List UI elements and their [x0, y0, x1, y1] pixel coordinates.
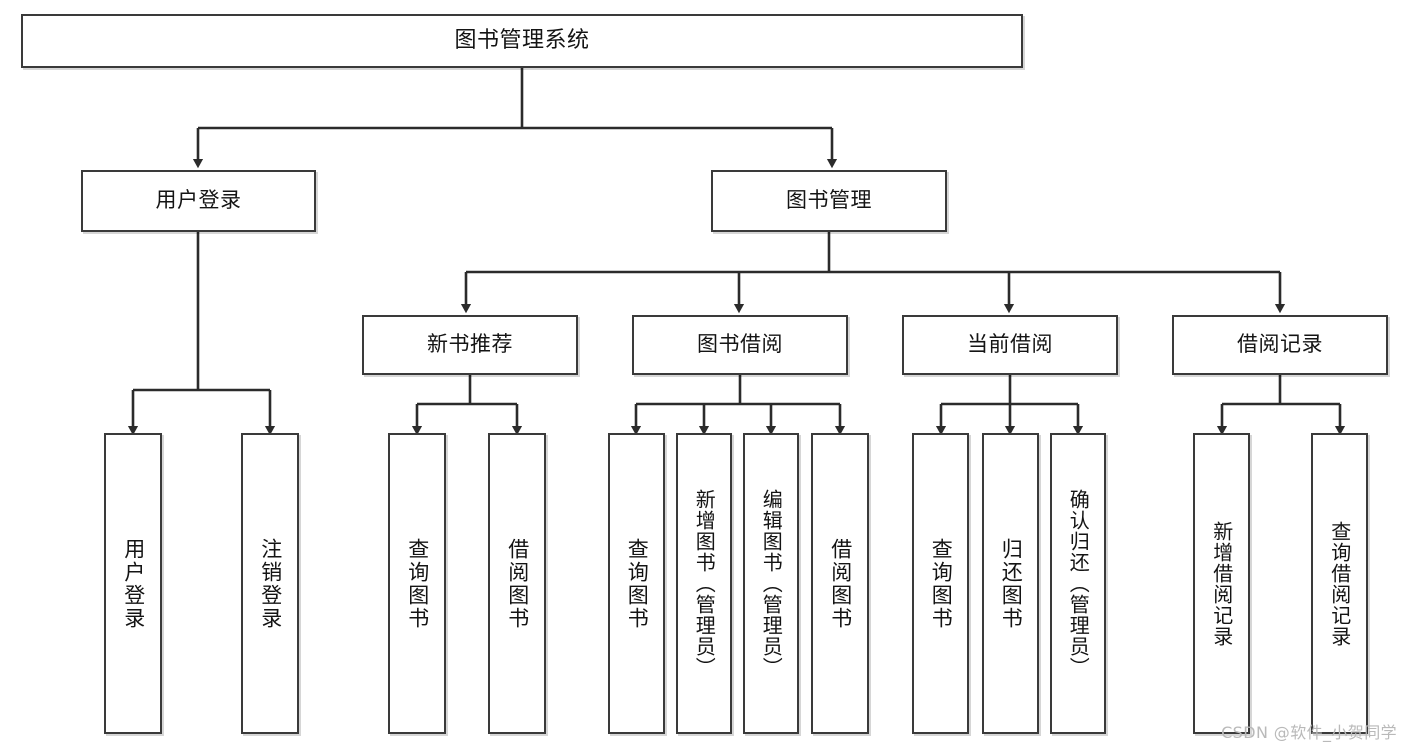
leaf-label: 借阅图书 [505, 537, 530, 630]
leaf-label: 查询图书 [405, 537, 430, 630]
leaf-borrow-book-recommend[interactable]: 借阅图书 [488, 433, 546, 734]
node-user-login[interactable]: 用户登录 [81, 170, 316, 232]
node-label: 新书推荐 [427, 332, 513, 357]
leaf-logout[interactable]: 注销登录 [241, 433, 299, 734]
node-label: 图书管理 [786, 188, 872, 213]
leaf-borrow-book[interactable]: 借阅图书 [811, 433, 869, 734]
csdn-watermark: CSDN @软件_小贺同学 [1221, 723, 1397, 742]
leaf-label: 编辑图书（管理员） [759, 489, 784, 678]
leaf-return-book[interactable]: 归还图书 [982, 433, 1039, 734]
leaf-label: 查询图书 [625, 537, 650, 630]
node-borrow-record[interactable]: 借阅记录 [1172, 315, 1388, 375]
leaf-label: 归还图书 [999, 537, 1024, 630]
node-label: 图书借阅 [697, 332, 783, 357]
leaf-label: 查询借阅记录 [1327, 520, 1352, 647]
leaf-user-login[interactable]: 用户登录 [104, 433, 162, 734]
leaf-label: 注销登录 [258, 537, 283, 630]
leaf-query-borrow-record[interactable]: 查询借阅记录 [1311, 433, 1368, 734]
leaf-label: 借阅图书 [828, 537, 853, 630]
node-book-management[interactable]: 图书管理 [711, 170, 947, 232]
node-label: 用户登录 [155, 188, 242, 213]
leaf-edit-book-admin[interactable]: 编辑图书（管理员） [743, 433, 799, 734]
node-label: 借阅记录 [1237, 332, 1323, 357]
node-label: 图书管理系统 [454, 27, 590, 53]
node-book-borrow[interactable]: 图书借阅 [632, 315, 848, 375]
node-current-borrow[interactable]: 当前借阅 [902, 315, 1118, 375]
node-new-book-recommend[interactable]: 新书推荐 [362, 315, 578, 375]
leaf-label: 查询图书 [929, 537, 954, 630]
leaf-label: 用户登录 [121, 537, 146, 630]
leaf-query-book-borrow[interactable]: 查询图书 [608, 433, 665, 734]
leaf-query-book-current[interactable]: 查询图书 [912, 433, 969, 734]
leaf-label: 确认归还（管理员） [1066, 489, 1091, 678]
leaf-confirm-return-admin[interactable]: 确认归还（管理员） [1050, 433, 1106, 734]
leaf-add-borrow-record[interactable]: 新增借阅记录 [1193, 433, 1250, 734]
leaf-label: 新增借阅记录 [1209, 520, 1234, 647]
leaf-add-book-admin[interactable]: 新增图书（管理员） [676, 433, 732, 734]
node-label: 当前借阅 [967, 332, 1053, 357]
node-book-management-system[interactable]: 图书管理系统 [21, 14, 1023, 68]
leaf-query-book-recommend[interactable]: 查询图书 [388, 433, 446, 734]
leaf-label: 新增图书（管理员） [692, 489, 717, 678]
